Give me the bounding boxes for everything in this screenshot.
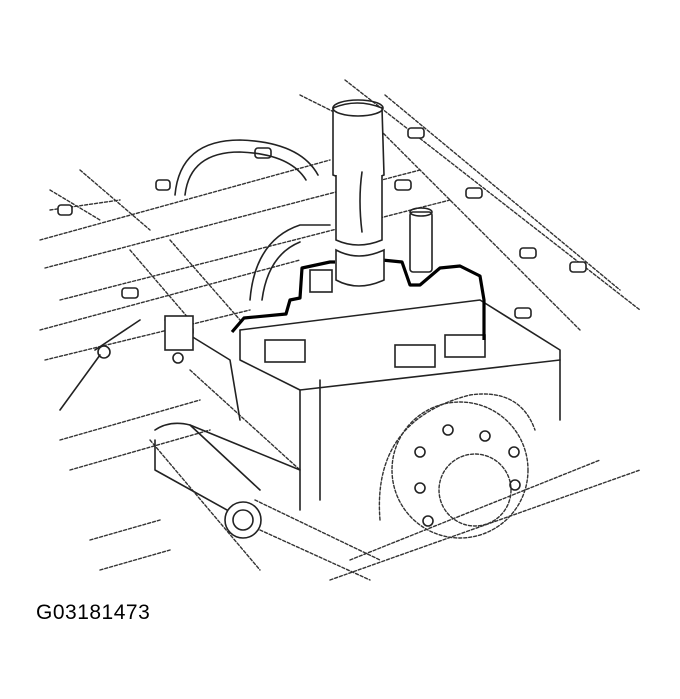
figure-id-caption: G03181473 [36, 601, 151, 624]
dowel-pin [409, 207, 433, 273]
block-diagonals [49, 79, 641, 571]
engine-line-art [39, 79, 641, 581]
engine-illustration [39, 79, 641, 581]
puller-tool [154, 315, 381, 581]
installer-tool [332, 99, 385, 287]
bolt-bosses [57, 127, 587, 337]
bearing-cap [239, 224, 561, 511]
seal-outline [230, 258, 486, 340]
crank-flange [378, 393, 536, 539]
side-lever [59, 319, 141, 411]
arched-bracket [174, 139, 319, 196]
